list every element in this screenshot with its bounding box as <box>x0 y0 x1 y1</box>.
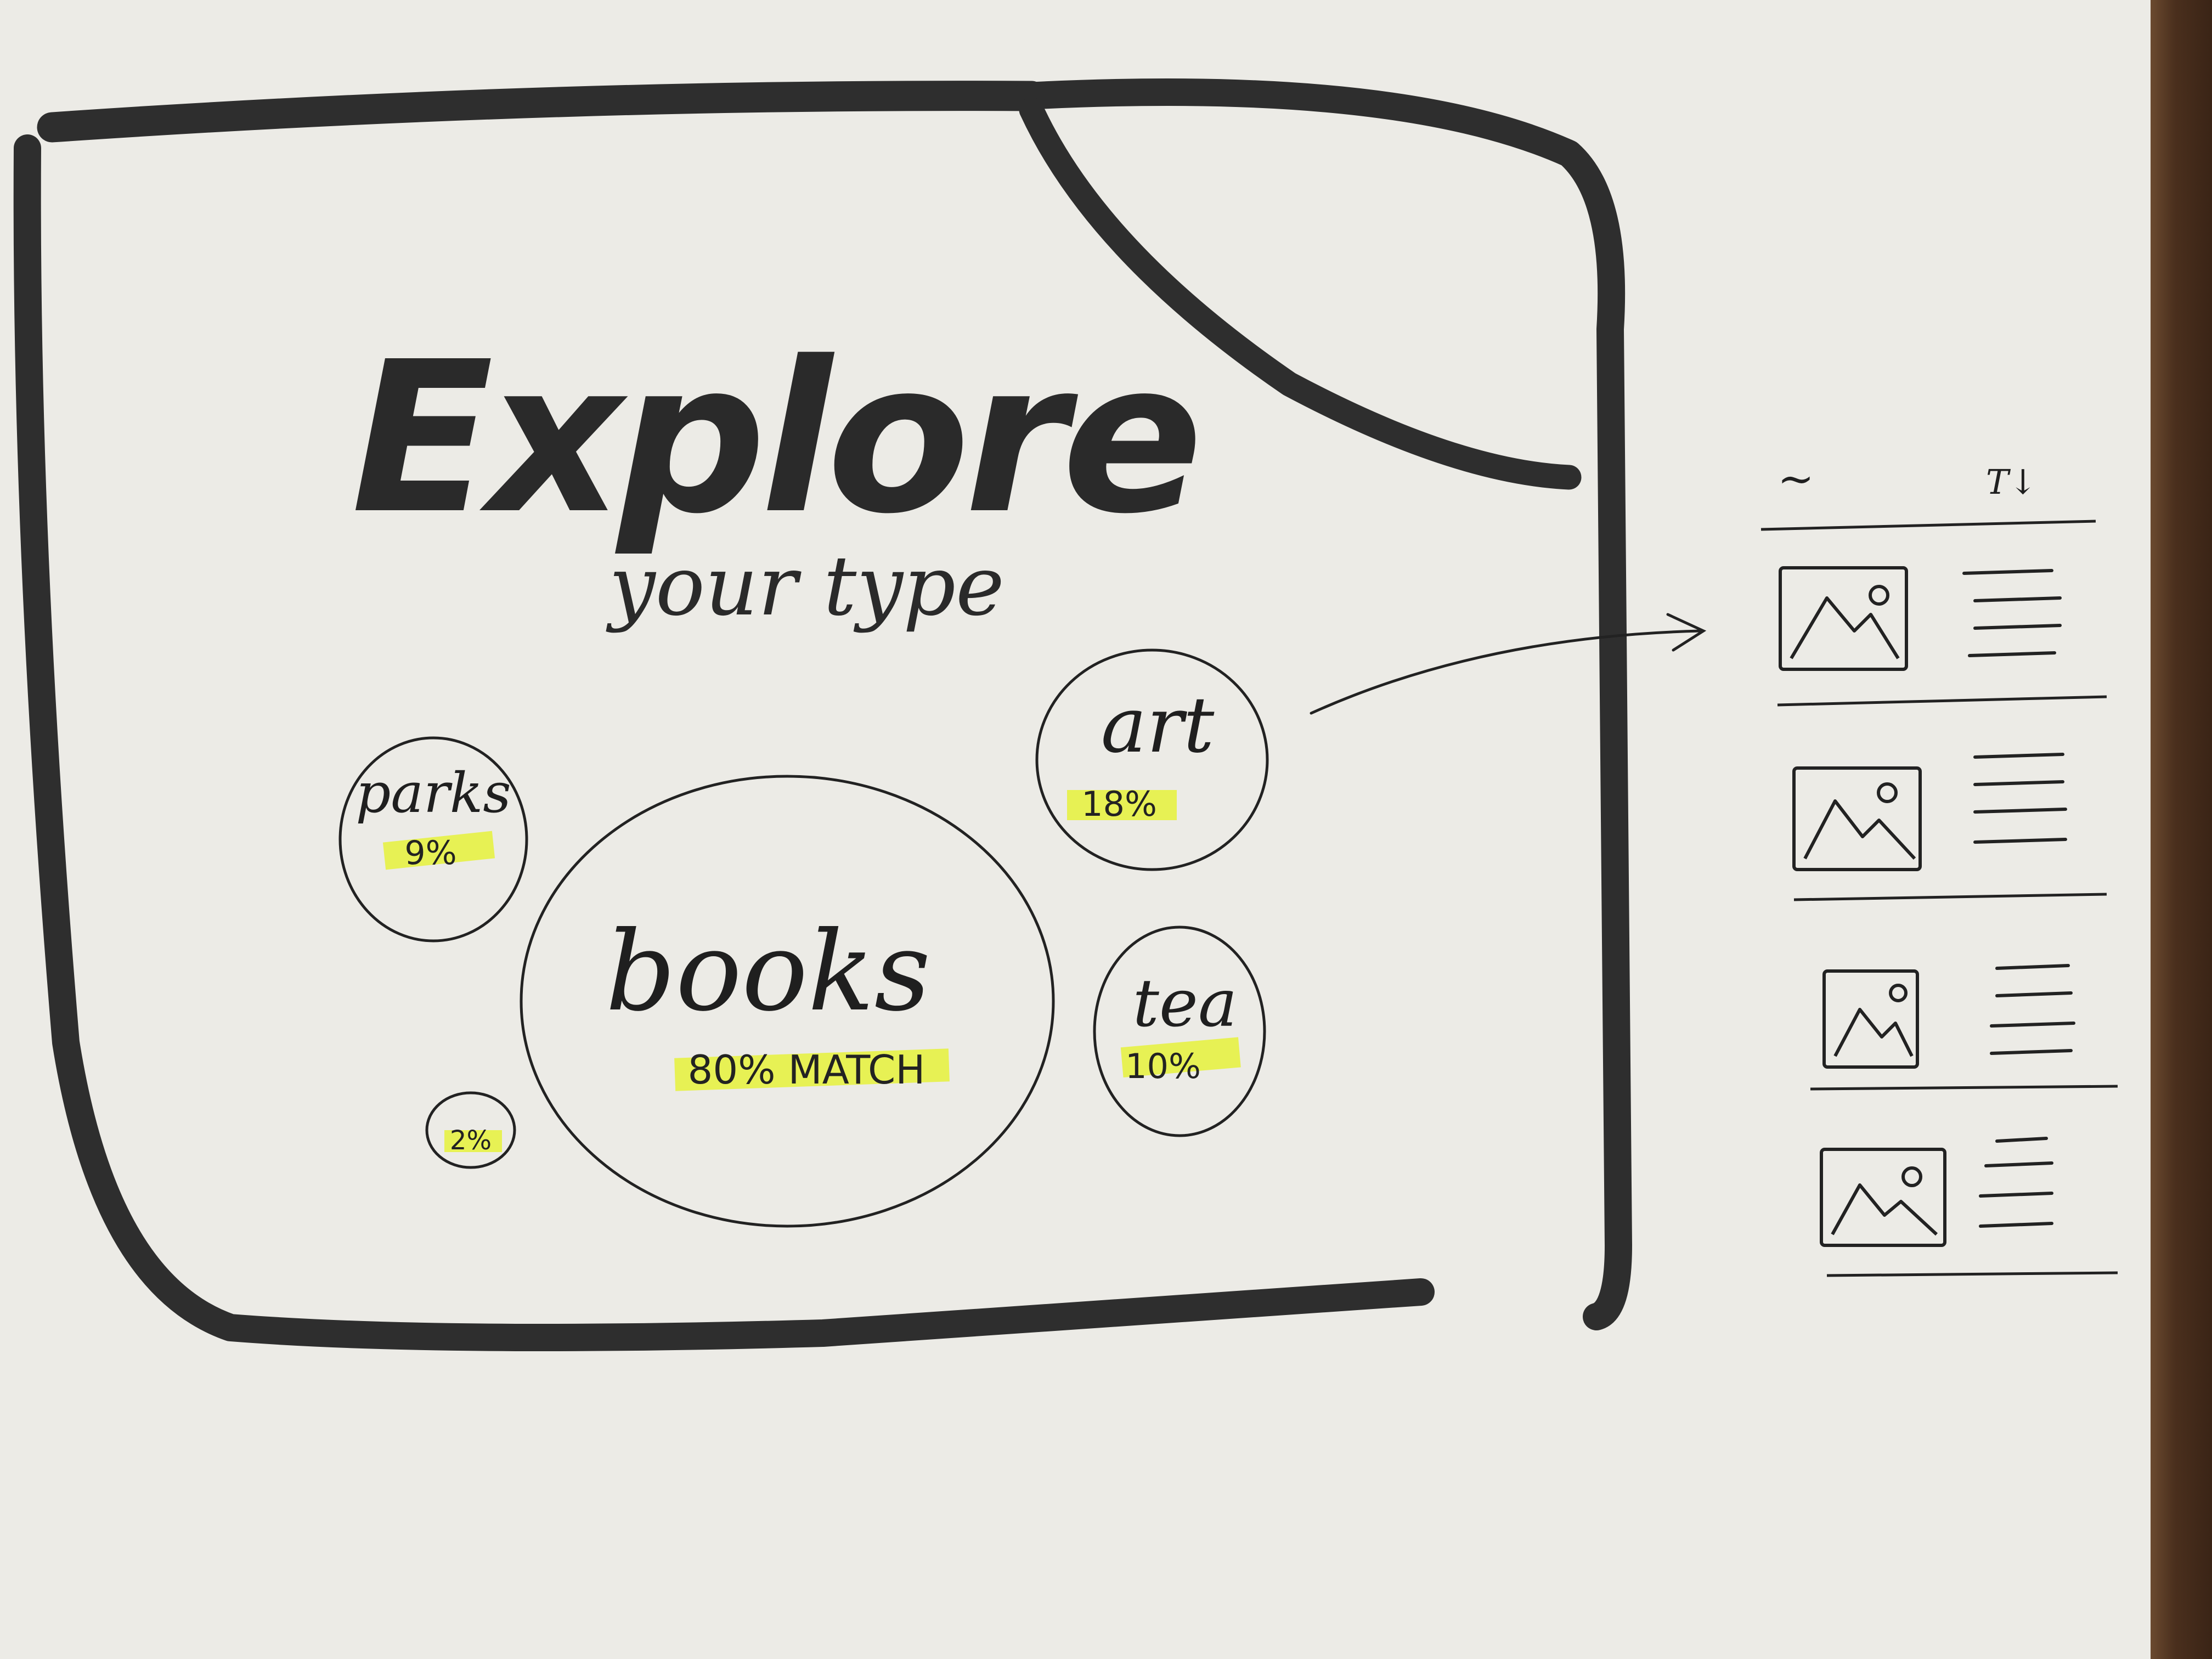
list-divider <box>1826 1271 2118 1277</box>
bubble-books[interactable]: books 80% MATCH <box>520 775 1055 1228</box>
frame-top-edge <box>37 81 1047 143</box>
frame-curl-stroke <box>1019 97 1582 490</box>
bubble-tea-highlight <box>1120 1037 1241 1078</box>
panel-header-left: ~ <box>1778 453 1814 504</box>
navigation-arrow <box>1310 613 1707 715</box>
bubble-tea-circle <box>1093 926 1266 1137</box>
explore-subtitle: your type <box>606 539 1005 634</box>
bubble-books-highlight <box>674 1048 950 1091</box>
image-placeholder-icon <box>1779 566 1908 671</box>
panel-header-divider <box>1760 520 2096 531</box>
bubble-books-percent: 80% MATCH <box>688 1047 926 1093</box>
bubble-small-circle <box>425 1091 516 1169</box>
detail-panel: ~ T↓ <box>1760 453 2118 1277</box>
bubble-parks-percent: 9% <box>404 834 456 872</box>
bubble-parks-highlight <box>382 831 495 870</box>
list-divider <box>1793 893 2107 901</box>
bubble-art[interactable]: art 18% <box>1035 648 1269 871</box>
bubble-small-highlight <box>444 1130 502 1152</box>
explore-title: Explore <box>351 317 1198 560</box>
bubble-tea-label: tea <box>1133 966 1238 1042</box>
bubble-books-label: books <box>606 908 931 1036</box>
frame-left-edge <box>13 134 1435 1351</box>
panel-header-right[interactable]: T↓ <box>1986 462 2037 502</box>
text-lines-icon <box>1962 569 2062 657</box>
bubble-art-label: art <box>1101 681 1215 770</box>
panel-list-item[interactable] <box>1820 1137 2118 1277</box>
bubble-small[interactable]: 2% <box>425 1091 516 1169</box>
arrow-shaft <box>1310 629 1702 715</box>
bubble-parks[interactable]: parks 9% <box>338 736 528 943</box>
paper-sheet <box>0 0 2162 1659</box>
list-divider <box>1777 695 2107 707</box>
list-divider <box>1810 1085 2118 1091</box>
wooden-table-edge <box>2151 0 2212 1659</box>
arrow-head <box>1666 613 1707 652</box>
bubble-tea-percent: 10% <box>1125 1046 1201 1086</box>
text-lines-icon <box>1973 753 2067 844</box>
bubble-small-percent: 2% <box>450 1125 492 1156</box>
bubble-tea[interactable]: tea 10% <box>1093 926 1266 1137</box>
image-placeholder-icon <box>1822 969 1919 1069</box>
image-placeholder-icon <box>1820 1148 1946 1247</box>
bubble-art-percent: 18% <box>1081 784 1157 824</box>
frame-right-edge <box>1012 78 1632 1330</box>
text-lines-icon <box>1979 1137 2053 1228</box>
panel-list-item[interactable] <box>1777 566 2107 707</box>
text-lines-icon <box>1990 964 2075 1055</box>
device-frame <box>13 78 1632 1351</box>
bubble-parks-circle <box>338 736 528 943</box>
bubble-parks-label: parks <box>356 761 511 825</box>
bubble-books-circle <box>520 775 1055 1228</box>
bubble-art-circle <box>1035 648 1269 871</box>
image-placeholder-icon <box>1792 766 1922 871</box>
panel-list-item[interactable] <box>1810 964 2118 1091</box>
bubble-art-highlight <box>1067 790 1177 820</box>
panel-list-item[interactable] <box>1792 753 2107 901</box>
